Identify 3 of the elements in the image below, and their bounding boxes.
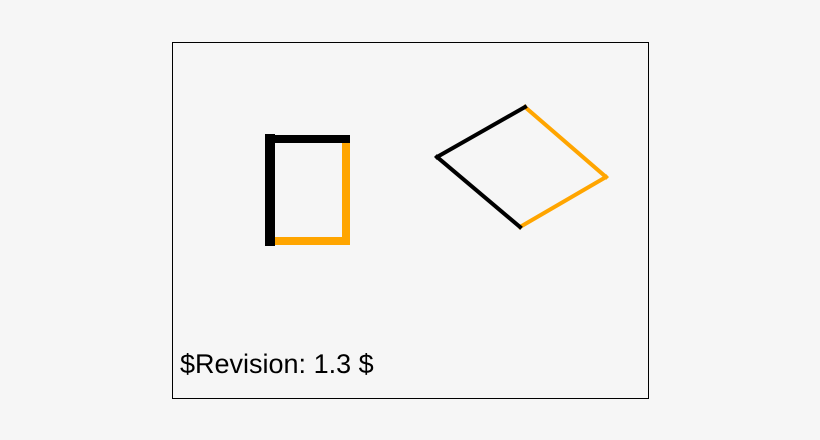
- revision-note: $Revision: 1.3 $: [180, 349, 374, 380]
- rectangle-drawing: [265, 135, 350, 245]
- diamond-drawing: [435, 105, 608, 229]
